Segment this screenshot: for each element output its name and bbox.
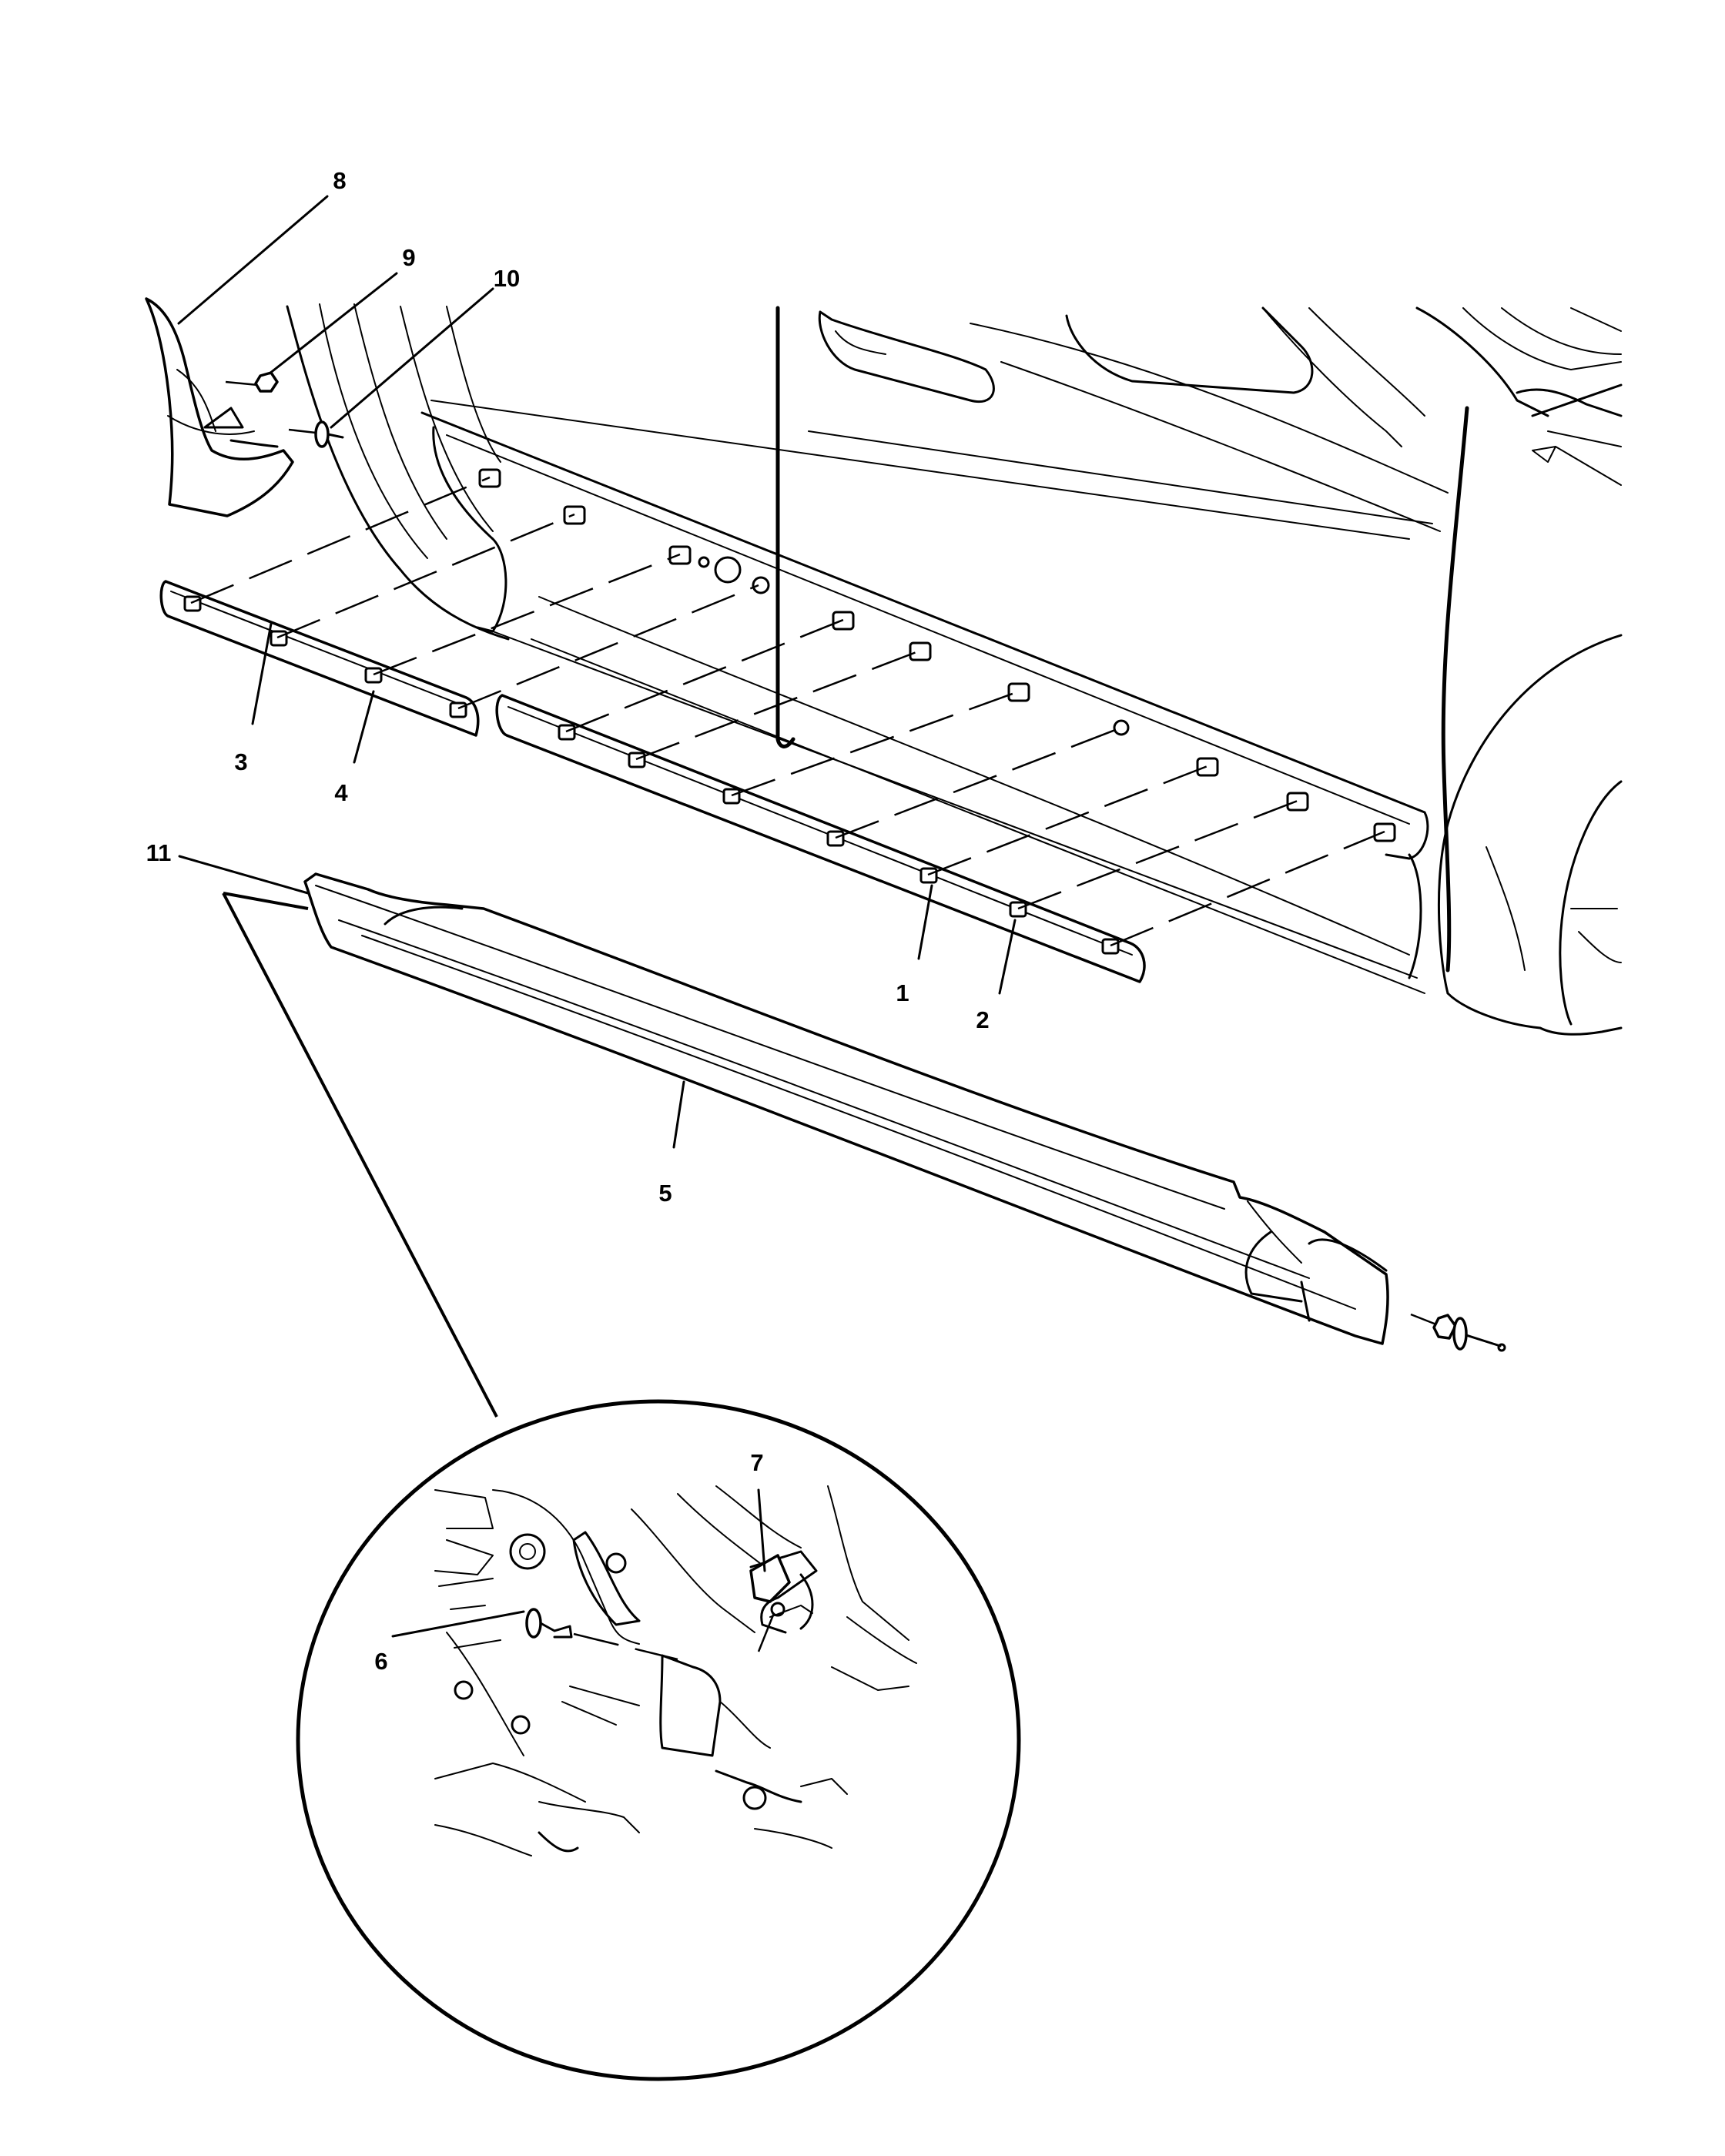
- callout-11: 11: [146, 839, 172, 866]
- callout-1: 1: [896, 979, 909, 1006]
- callout-10: 10: [494, 265, 520, 292]
- door-molding-strip: [495, 694, 1146, 983]
- callout-6: 6: [374, 1648, 387, 1675]
- detail-view: [222, 892, 1021, 2081]
- callout-7: 7: [750, 1449, 763, 1476]
- fastener-screw: [225, 371, 279, 393]
- callout-9: 9: [402, 244, 415, 271]
- callout-3: 3: [234, 748, 247, 775]
- installation-lines: [190, 476, 1385, 947]
- callout-8: 8: [333, 167, 346, 194]
- rocker-panel: [303, 872, 1389, 1345]
- callout-2: 2: [976, 1006, 989, 1033]
- rocker-end-fastener: [1410, 1313, 1506, 1352]
- callout-labels: 1 2 3 4 5 6 7 8 9 10 11: [146, 167, 990, 1675]
- detail-bracket: [749, 1554, 791, 1652]
- sill-clip-pads: [478, 468, 1396, 842]
- callout-5: 5: [658, 1180, 672, 1207]
- callout-leaders: [177, 195, 1017, 1638]
- detail-underbody: [434, 1485, 917, 1856]
- mud-guard: [145, 297, 294, 517]
- fastener-push-pin: [288, 420, 344, 448]
- callout-4: 4: [334, 779, 348, 806]
- vehicle-body-side: [286, 303, 1623, 1036]
- rear-molding-strip: [159, 580, 480, 737]
- detail-fastener: [525, 1608, 678, 1661]
